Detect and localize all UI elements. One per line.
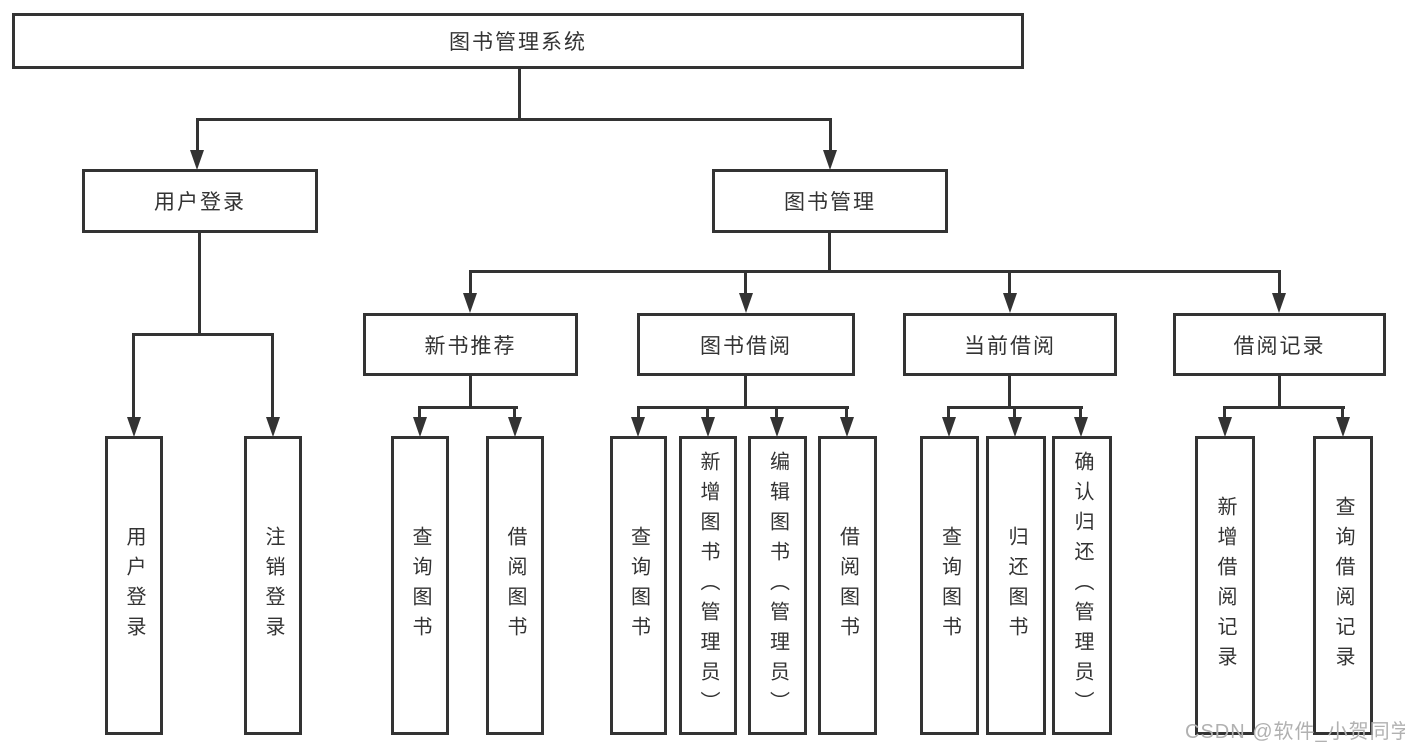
connector-hline — [637, 406, 849, 409]
connector-hline — [196, 118, 832, 121]
connector-vline — [845, 406, 848, 419]
connector-vline — [271, 333, 274, 419]
connector-vline — [1341, 406, 1344, 419]
connector-vline — [132, 333, 135, 419]
connector-hline — [1225, 406, 1345, 409]
leaf-user-login: 用户登录 — [105, 436, 163, 735]
node-user-login: 用户登录 — [82, 169, 318, 233]
arrow-down-icon — [1272, 293, 1286, 313]
leaf-add-books-admin: 新增图书（管理员） — [679, 436, 737, 735]
arrow-down-icon — [413, 417, 427, 437]
node-book-borrowing: 图书借阅 — [637, 313, 855, 376]
arrow-down-icon — [770, 417, 784, 437]
arrow-down-icon — [701, 417, 715, 437]
connector-vline — [513, 406, 516, 419]
connector-vline — [706, 406, 709, 419]
leaf-return-books: 归还图书 — [986, 436, 1046, 735]
csdn-watermark: CSDN @软件_小贺同学 — [1185, 721, 1405, 743]
arrow-down-icon — [190, 150, 204, 170]
connector-hline — [419, 406, 518, 409]
connector-hline — [132, 333, 274, 336]
connector-vline — [1008, 376, 1011, 408]
arrow-down-icon — [266, 417, 280, 437]
arrow-down-icon — [463, 293, 477, 313]
leaf-query-books: 查询图书 — [920, 436, 979, 735]
arrow-down-icon — [1074, 417, 1088, 437]
connector-vline — [469, 376, 472, 408]
connector-vline — [196, 118, 199, 151]
node-root-library-system: 图书管理系统 — [12, 13, 1024, 69]
connector-vline — [947, 406, 950, 419]
leaf-borrow-books: 借阅图书 — [486, 436, 544, 735]
connector-vline — [1008, 270, 1011, 295]
leaf-logout: 注销登录 — [244, 436, 302, 735]
connector-vline — [829, 118, 832, 151]
node-book-management: 图书管理 — [712, 169, 948, 233]
connector-vline — [1278, 270, 1281, 295]
leaf-borrow-books: 借阅图书 — [818, 436, 877, 735]
arrow-down-icon — [1336, 417, 1350, 437]
connector-hline — [469, 270, 1281, 273]
leaf-confirm-return-admin: 确认归还（管理员） — [1052, 436, 1112, 735]
connector-vline — [744, 270, 747, 295]
connector-vline — [1223, 406, 1226, 419]
arrow-down-icon — [1218, 417, 1232, 437]
arrow-down-icon — [942, 417, 956, 437]
node-current-borrowing: 当前借阅 — [903, 313, 1117, 376]
connector-vline — [1013, 406, 1016, 419]
arrow-down-icon — [1003, 293, 1017, 313]
connector-vline — [518, 68, 521, 121]
leaf-query-books: 查询图书 — [391, 436, 449, 735]
connector-vline — [1278, 376, 1281, 408]
connector-vline — [828, 233, 831, 273]
arrow-down-icon — [1008, 417, 1022, 437]
leaf-edit-books-admin: 编辑图书（管理员） — [748, 436, 807, 735]
arrow-down-icon — [840, 417, 854, 437]
connector-vline — [637, 406, 640, 419]
leaf-query-borrow-record: 查询借阅记录 — [1313, 436, 1373, 735]
node-new-book-recommendation: 新书推荐 — [363, 313, 578, 376]
node-borrowing-records: 借阅记录 — [1173, 313, 1386, 376]
arrow-down-icon — [631, 417, 645, 437]
arrow-down-icon — [508, 417, 522, 437]
connector-vline — [775, 406, 778, 419]
connector-vline — [1079, 406, 1082, 419]
arrow-down-icon — [823, 150, 837, 170]
leaf-add-borrow-record: 新增借阅记录 — [1195, 436, 1255, 735]
leaf-query-books: 查询图书 — [610, 436, 667, 735]
connector-vline — [198, 233, 201, 335]
connector-vline — [418, 406, 421, 419]
connector-vline — [744, 376, 747, 408]
arrow-down-icon — [739, 293, 753, 313]
arrow-down-icon — [127, 417, 141, 437]
connector-vline — [469, 270, 472, 295]
